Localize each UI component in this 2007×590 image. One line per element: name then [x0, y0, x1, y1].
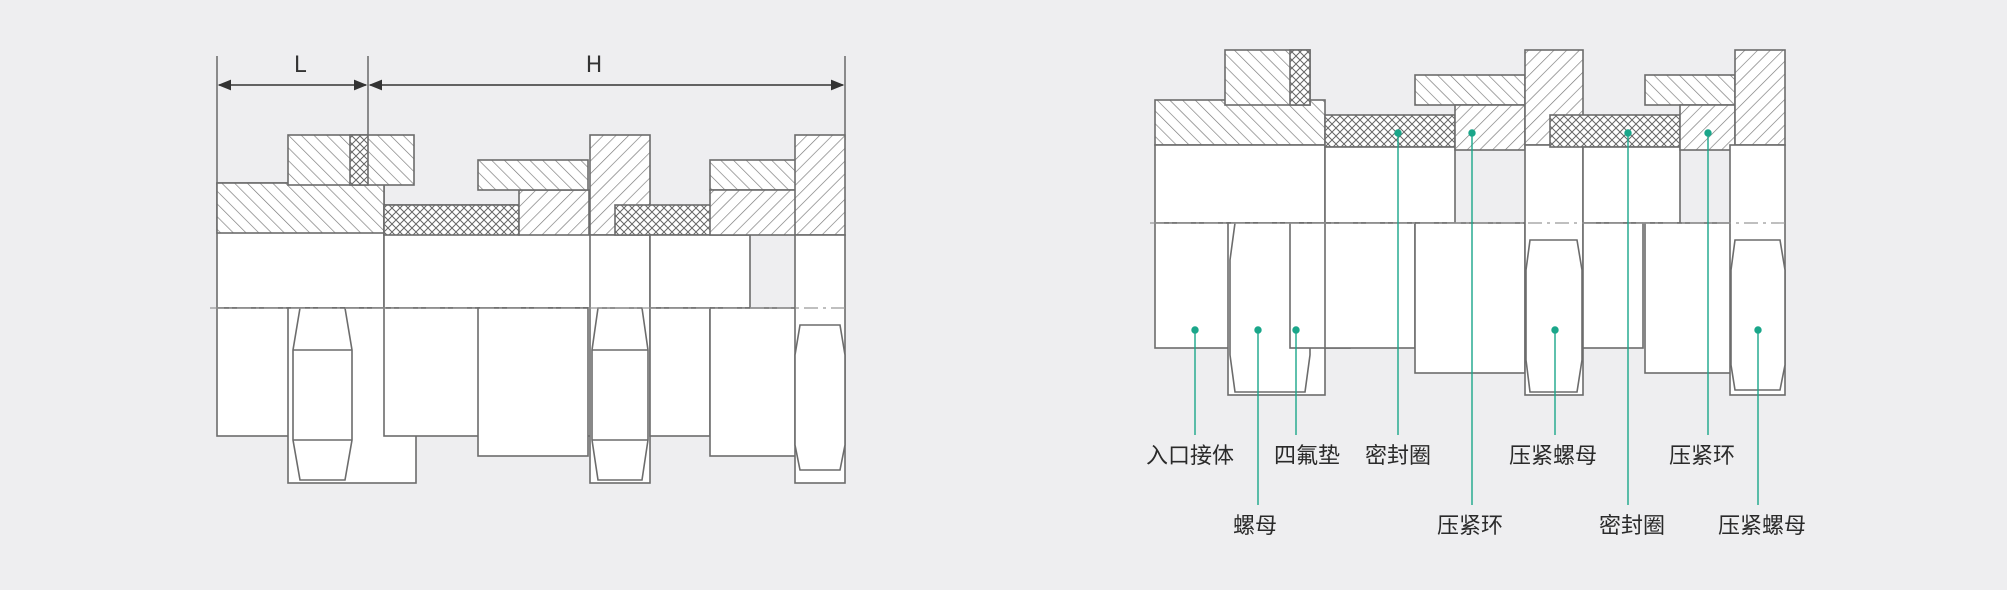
- callout-compression-nut-2: 压紧螺母: [1718, 514, 1806, 539]
- dimension-l-label: L: [294, 53, 307, 78]
- callout-compression-ring-1: 压紧环: [1437, 514, 1503, 539]
- callout-nut: 螺母: [1233, 514, 1277, 539]
- callout-compression-nut-1: 压紧螺母: [1509, 444, 1597, 469]
- callout-inlet-body: 入口接体: [1146, 444, 1234, 469]
- callout-leaders: [1191, 129, 1762, 505]
- callout-ptfe-gasket: 四氟垫: [1274, 444, 1340, 469]
- left-gland-drawing: [210, 56, 850, 484]
- dimension-h-label: H: [586, 53, 603, 78]
- callout-seal-ring-2: 密封圈: [1599, 514, 1665, 539]
- callout-labels: 入口接体 四氟垫 密封圈 压紧螺母 压紧环 螺母 压紧环 密封圈 压紧螺母: [1146, 444, 1806, 539]
- right-gland-drawing: [1150, 49, 1790, 396]
- callout-compression-ring-2: 压紧环: [1669, 444, 1735, 469]
- callout-seal-ring-1: 密封圈: [1365, 444, 1431, 469]
